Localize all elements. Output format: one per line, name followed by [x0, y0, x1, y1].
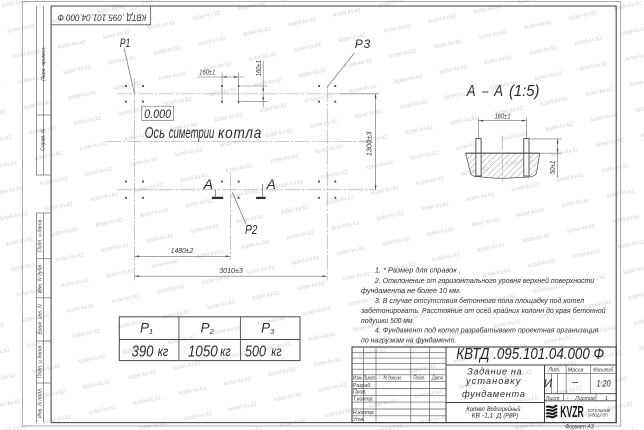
svg-text:Ось: Ось	[145, 123, 165, 141]
svg-text:Листов: Листов	[574, 396, 595, 402]
svg-text:КВТД .095.101.04.000 Ф: КВТД .095.101.04.000 Ф	[57, 12, 146, 23]
svg-text:фундамента не более 10 мм.: фундамента не более 10 мм.	[361, 286, 461, 295]
svg-text:Д: Д	[496, 413, 502, 420]
svg-text:Лит.: Лит.	[547, 368, 561, 374]
svg-text:котла: котла	[218, 125, 262, 142]
svg-text:Т.контр.: Т.контр.	[353, 397, 374, 403]
svg-text:390: 390	[132, 343, 155, 360]
svg-text:фундамента: фундамента	[462, 389, 526, 399]
svg-text:кг: кг	[271, 344, 281, 360]
svg-text:по нагрузкам на фундамент.: по нагрузкам на фундамент.	[361, 335, 456, 344]
svg-text:забетонировать. Расстояние от: забетонировать. Расстояние от осей крайн…	[360, 306, 606, 315]
svg-text:Справ. N: Справ. N	[41, 129, 47, 151]
svg-text:Р3: Р3	[355, 37, 371, 51]
svg-text:1:20: 1:20	[597, 379, 611, 389]
svg-text:А: А	[466, 83, 476, 101]
svg-text:Р1: Р1	[120, 38, 130, 51]
svg-text:160±1: 160±1	[199, 69, 215, 77]
svg-text:Перв. примен.: Перв. примен.	[41, 46, 47, 80]
svg-text:Инв. N дубл.: Инв. N дубл.	[38, 263, 44, 293]
svg-text:И: И	[544, 376, 553, 390]
svg-text:500: 500	[245, 343, 266, 361]
svg-text:Изм.Лист: Изм.Лист	[353, 375, 375, 381]
svg-text:Водогрейный: Водогрейный	[487, 405, 521, 413]
svg-text:(1:5): (1:5)	[509, 82, 539, 100]
svg-text:1480±2: 1480±2	[171, 247, 194, 255]
svg-text:1. * Размер для справок .: 1. * Размер для справок .	[375, 266, 461, 275]
svg-text:Масса: Масса	[568, 368, 584, 374]
svg-text:Разраб.: Разраб.	[353, 383, 372, 389]
svg-text:А: А	[266, 176, 276, 192]
svg-text:Подп. и дата: Подп. и дата	[38, 220, 44, 253]
svg-text:Формат А3: Формат А3	[565, 424, 594, 430]
svg-text:Взам. инв. N: Взам. инв. N	[38, 304, 44, 334]
svg-text:–: –	[571, 376, 579, 388]
svg-text:А: А	[203, 176, 213, 192]
svg-text:Н.контр.: Н.контр.	[353, 410, 375, 416]
svg-text:Подп. и дата: Подп. и дата	[38, 346, 44, 379]
svg-text:2. Отклонение от горизонтально: 2. Отклонение от горизонтального уровня …	[374, 276, 594, 285]
svg-text:N докум.: N докум.	[384, 375, 402, 381]
svg-text:КВ -1,1: КВ -1,1	[472, 413, 494, 420]
svg-text:3010±3: 3010±3	[219, 266, 242, 275]
svg-text:1050: 1050	[188, 343, 219, 360]
svg-text:Инв. N подл.: Инв. N подл.	[38, 388, 44, 418]
svg-text:50±1: 50±1	[549, 160, 557, 174]
svg-text:(РВР): (РВР)	[503, 412, 518, 420]
svg-text:–: –	[482, 82, 489, 100]
svg-text:-: -	[567, 396, 569, 402]
svg-text:160±1: 160±1	[495, 113, 511, 121]
svg-text:Утв.: Утв.	[353, 417, 365, 423]
svg-text:0.000: 0.000	[144, 108, 172, 121]
svg-text:1: 1	[605, 396, 608, 402]
svg-text:установку: установку	[465, 376, 522, 386]
svg-text:симетрии: симетрии	[169, 123, 215, 141]
svg-text:А: А	[493, 83, 503, 101]
svg-text:4. Фундамент под котел разраба: 4. Фундамент под котел разрабатывает про…	[375, 325, 599, 334]
svg-text:Дата: Дата	[431, 375, 443, 381]
svg-text:1300±3: 1300±3	[365, 131, 374, 156]
svg-text:кг: кг	[158, 344, 168, 360]
svg-text:кг: кг	[220, 344, 230, 360]
svg-text:Р2: Р2	[245, 223, 258, 237]
svg-text:Задание на: Задание на	[467, 366, 522, 376]
svg-text:KVZR: KVZR	[560, 403, 583, 420]
svg-text:КОТЕЛЬНЫЙ: КОТЕЛЬНЫЙ	[588, 407, 611, 413]
svg-text:Пров.: Пров.	[353, 390, 367, 396]
svg-text:Подп.: Подп.	[413, 375, 425, 381]
svg-text:ЗАВОД РЭП: ЗАВОД РЭП	[588, 412, 608, 418]
svg-text:160±1: 160±1	[255, 60, 263, 76]
svg-text:Котел: Котел	[466, 406, 485, 413]
svg-text:подушки 500 мм.: подушки 500 мм.	[361, 315, 414, 325]
svg-text:КВТД .095.101.04.000 Ф: КВТД .095.101.04.000 Ф	[456, 346, 604, 363]
svg-text:3. В случае отсутствия бетонно: 3. В случае отсутствия бетонного пола пл…	[375, 296, 585, 305]
svg-text:Масштаб: Масштаб	[593, 367, 613, 374]
svg-text:Лист: Лист	[545, 396, 560, 402]
